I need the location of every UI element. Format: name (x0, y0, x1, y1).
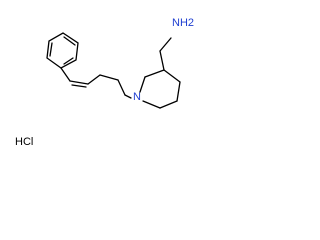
double-bond-outer (69, 80, 89, 85)
hydrochloride-salt-label: HCl (15, 136, 33, 148)
aromatic-inner-bond (63, 57, 74, 65)
double-bond-inner (71, 84, 87, 88)
aromatic-inner-bond (63, 36, 76, 46)
chemical-structure: N NH2 HCl (15, 17, 194, 148)
benzene-ring (46, 32, 79, 69)
amine-group-label: NH2 (172, 17, 194, 29)
aminomethyl-group (159, 37, 172, 71)
piperidine-ring (139, 69, 181, 109)
aromatic-inner-bond (49, 42, 53, 57)
ring-nitrogen-label: N (133, 91, 141, 103)
alkenyl-chain (60, 67, 132, 99)
